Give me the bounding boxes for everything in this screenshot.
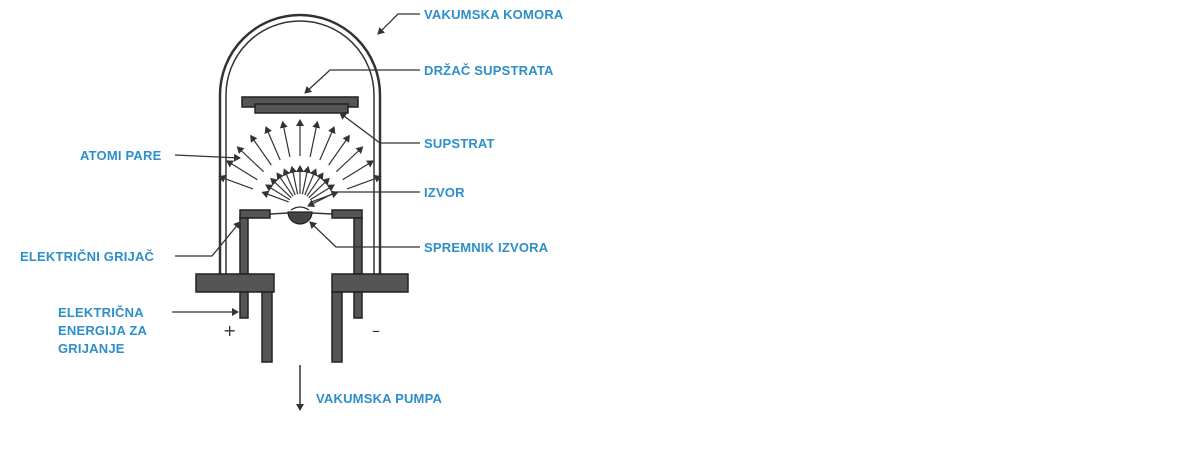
vapor-arrow	[304, 168, 318, 196]
base-plate	[195, 273, 409, 293]
vapor-arrow	[218, 174, 254, 190]
source-container	[287, 211, 313, 225]
vacuum-chamber	[218, 13, 382, 278]
vapor-arrow	[265, 184, 291, 201]
vapor-arrow	[309, 184, 335, 201]
vapor-arrow	[279, 120, 291, 158]
vapor-atom-arrows	[218, 119, 382, 203]
source-material	[290, 206, 310, 211]
minus-sign: –	[372, 321, 380, 340]
vapor-arrow	[276, 172, 294, 197]
vapor-arrow	[264, 126, 281, 161]
plus-sign: +	[223, 321, 236, 340]
vapor-arrow	[306, 172, 324, 197]
vapor-arrow	[335, 146, 364, 173]
vapor-arrow	[342, 160, 375, 181]
vapor-arrow	[282, 168, 296, 196]
vapor-arrow	[225, 160, 258, 181]
electric-heater	[239, 209, 363, 275]
vapor-arrow	[309, 120, 321, 158]
vapor-arrow	[270, 177, 292, 199]
vapor-arrow	[289, 165, 299, 195]
vapor-arrow	[236, 146, 265, 173]
vapor-arrow	[308, 177, 330, 199]
label-heating-energy-line2: ENERGIJA ZA	[58, 323, 148, 338]
label-vacuum-chamber: VAKUMSKA KOMORA	[424, 7, 564, 22]
label-source-container: SPREMNIK IZVORA	[424, 240, 549, 255]
vapor-arrow	[328, 134, 350, 166]
vapor-arrow	[346, 174, 382, 190]
vapor-arrow	[301, 165, 311, 195]
label-heating-energy-line3: GRIJANJE	[58, 341, 125, 356]
label-vacuum-pump: VAKUMSKA PUMPA	[316, 391, 442, 406]
label-vapor-atoms: ATOMI PARE	[80, 148, 162, 163]
vapor-arrow	[250, 134, 272, 166]
label-heating-energy-line1: ELEKTRIČNA	[58, 305, 144, 320]
leader-lines	[172, 13, 420, 316]
label-electric-heater: ELEKTRIČNI GRIJAČ	[20, 249, 155, 264]
vapor-arrow	[261, 190, 289, 203]
vapor-arrow	[319, 126, 336, 161]
label-source: IZVOR	[424, 185, 465, 200]
substrate	[254, 103, 349, 114]
label-substrate-holder: DRŽAČ SUPSTRATA	[424, 63, 554, 78]
label-substrate: SUPSTRAT	[424, 136, 495, 151]
pump-tube	[239, 291, 363, 363]
